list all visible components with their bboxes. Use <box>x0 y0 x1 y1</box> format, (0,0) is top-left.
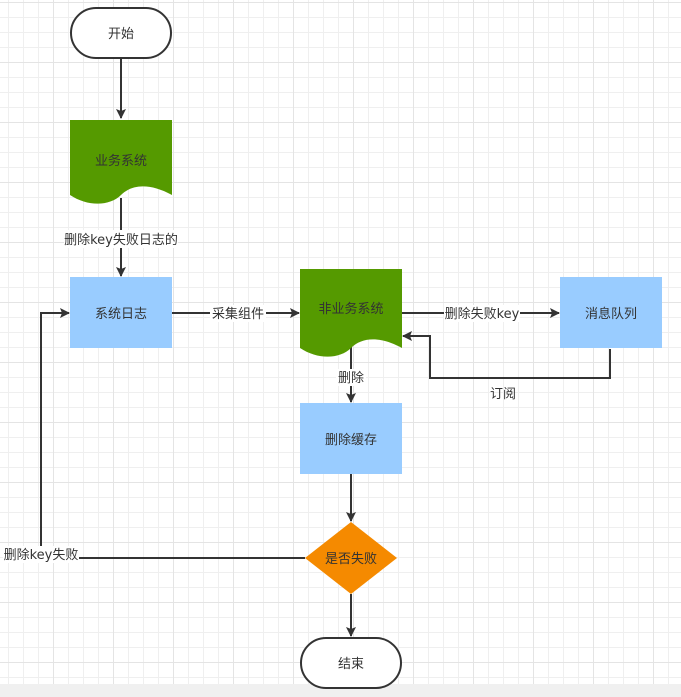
node-label: 非业务系统 <box>318 301 383 317</box>
node-label: 结束 <box>338 657 364 672</box>
edge-label-bg <box>3 546 79 563</box>
process-shape <box>300 403 402 474</box>
node-label: 是否失败 <box>325 552 377 567</box>
terminator-shape <box>300 637 402 689</box>
edge-business-system-to-system-log[interactable]: 删除key失败日志的 <box>64 198 178 277</box>
edge-label: 删除 <box>338 371 364 386</box>
document-shape <box>70 120 172 204</box>
node-business-system[interactable]: 业务系统 <box>70 120 172 204</box>
edge-label-bg <box>444 305 520 322</box>
document-shape <box>300 269 402 357</box>
edge-label: 订阅 <box>490 387 516 402</box>
node-label: 开始 <box>108 27 134 42</box>
edge-label: 采集组件 <box>212 306 264 322</box>
edge-decision-to-system-log[interactable]: 删除key失败 <box>3 308 305 563</box>
process-shape <box>70 277 172 348</box>
node-end[interactable]: 结束 <box>300 637 402 689</box>
node-delete-cache[interactable]: 删除缓存 <box>300 403 402 474</box>
edge-system-log-to-non-business-system[interactable]: 采集组件 <box>172 305 300 322</box>
node-label: 消息队列 <box>585 306 637 322</box>
node-message-queue[interactable]: 消息队列 <box>560 277 662 348</box>
edge-label-bg <box>336 369 366 386</box>
process-shape <box>560 277 662 348</box>
node-label: 业务系统 <box>95 153 147 169</box>
node-label: 系统日志 <box>95 307 147 322</box>
edge-label-bg <box>210 305 266 322</box>
node-is-failed-decision[interactable]: 是否失败 <box>305 522 397 594</box>
node-system-log[interactable]: 系统日志 <box>70 277 172 348</box>
edge-label-bg <box>64 230 178 248</box>
node-label: 删除缓存 <box>325 433 377 448</box>
edge-label: 删除key失败 <box>4 548 79 563</box>
node-non-business-system[interactable]: 非业务系统 <box>300 269 402 357</box>
edge-non-business-system-to-message-queue[interactable]: 删除失败key <box>402 305 560 322</box>
node-start[interactable]: 开始 <box>70 7 172 59</box>
edge-message-queue-to-non-business-system[interactable]: 订阅 <box>402 331 611 402</box>
edge-label: 删除key失败日志的 <box>64 232 178 248</box>
edge-label: 删除失败key <box>445 307 520 322</box>
decision-shape <box>305 522 397 594</box>
edge-non-business-system-to-delete-cache[interactable]: 删除 <box>336 347 366 403</box>
terminator-shape <box>70 7 172 59</box>
